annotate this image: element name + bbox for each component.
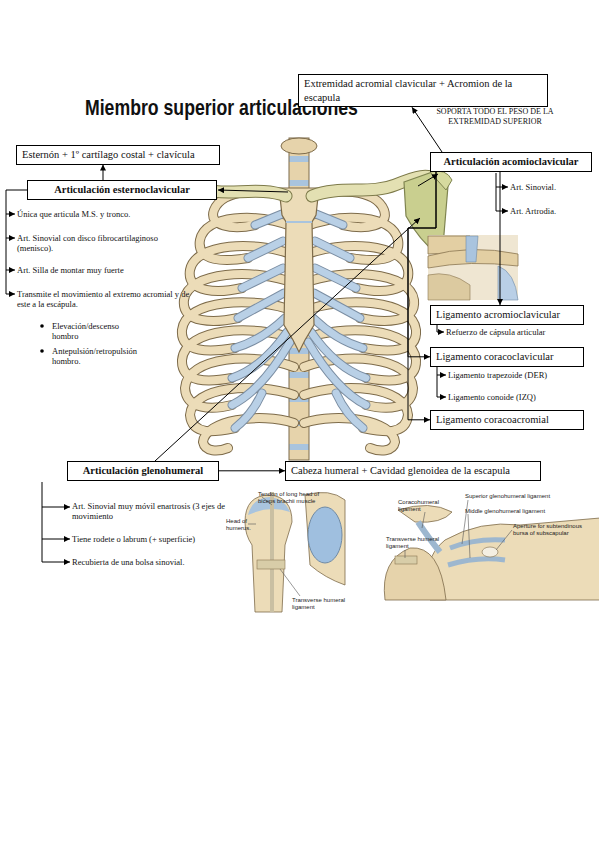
info-box: Ligamento acromioclavicular xyxy=(430,305,584,325)
note-text: Art. Silla de montar muy fuerte xyxy=(17,265,189,275)
transverse-ligament xyxy=(257,560,285,569)
note-text: Transmite el movimiento al extremo acrom… xyxy=(17,289,195,309)
ligament-inset xyxy=(498,266,518,300)
note-text: Antepulsión/retropulsión hombro. xyxy=(52,346,152,366)
sternum xyxy=(279,188,319,352)
box-text: Ligamento acromioclavicular xyxy=(436,308,578,322)
leader-line xyxy=(422,512,425,528)
scapula-lateral xyxy=(305,492,345,585)
bullet-dot xyxy=(40,349,44,353)
box-text: Articulación esternoclavicular xyxy=(33,183,211,197)
list-arrow xyxy=(6,294,15,295)
acromion xyxy=(430,171,452,190)
humeral-head xyxy=(384,548,446,600)
scapula-anterior xyxy=(427,518,599,600)
list-arrow xyxy=(42,507,70,508)
sternal-angle xyxy=(286,221,312,223)
ribs-left xyxy=(182,191,294,450)
list-arrow xyxy=(437,397,446,398)
note-text: Art. Sinovial muy móvil enartrosis (3 ej… xyxy=(72,501,240,521)
anatomy-label: Tendon of long head of biceps brachii mu… xyxy=(258,491,333,505)
anatomy-label: Transverse humeral ligament xyxy=(292,597,347,611)
humerus xyxy=(245,495,292,612)
list-arrow xyxy=(42,562,70,563)
note-text: Ligamento conoide (IZQ) xyxy=(448,392,593,402)
note-text: Art. Sinovial. xyxy=(510,182,590,192)
connector-arrow xyxy=(408,172,436,357)
anatomy-label: Superior glenohumeral ligament xyxy=(465,493,590,500)
note-text: Art. Artrodia. xyxy=(510,206,590,216)
bullet-dot xyxy=(40,324,44,328)
note-text: Refuerzo de cápsula articular xyxy=(446,327,596,337)
connector-arrow xyxy=(103,165,104,180)
box-text: Articulación glenohumeral xyxy=(73,464,213,478)
joint-heading-box: Articulación glenohumeral xyxy=(67,461,219,481)
anatomy-label: Transverse humeral ligament xyxy=(386,536,441,550)
box-text: Cabeza humeral + Cavidad glenoidea de la… xyxy=(291,464,535,478)
glenohumeral-ligament xyxy=(450,540,505,548)
joint-pointer xyxy=(418,174,438,186)
note-text: Art. Sinovial con disco fibrocartilagino… xyxy=(17,233,167,253)
note-text: Tiene rodete o labrum (+ superficie) xyxy=(72,534,247,544)
connector-arrow xyxy=(408,172,436,420)
anatomy-label: Coracohumeral ligament xyxy=(398,499,456,513)
note-text: Única que articula M.S. y tronco. xyxy=(17,209,189,219)
leader-line xyxy=(496,530,512,550)
note-text: SOPORTA TODO EL PESO DE LA EXTREMIDAD SU… xyxy=(420,107,570,126)
leader-line xyxy=(462,500,468,544)
list-arrow xyxy=(496,211,508,212)
joint-capsule xyxy=(466,236,478,262)
leader-line xyxy=(280,569,300,596)
joint-pointer xyxy=(155,218,420,461)
connector-arrow xyxy=(500,172,501,305)
bursa-aperture xyxy=(482,547,498,557)
anatomy-label: Head of humerus. xyxy=(226,518,268,532)
box-text: Ligamento coracoacromial xyxy=(436,413,578,427)
list-bracket xyxy=(42,482,43,562)
box-text: Esternón + 1º cartílago costal + clavícu… xyxy=(22,148,214,162)
info-box: Ligamento coracoacromial xyxy=(430,410,584,430)
note-text: Elevación/descenso hombro xyxy=(52,321,147,341)
list-arrow xyxy=(42,539,70,540)
info-box: Ligamento coracoclavicular xyxy=(430,347,584,367)
ribs-right xyxy=(304,191,416,450)
anatomy-label: Middle glenohumeral ligament xyxy=(465,508,590,515)
list-arrow xyxy=(6,270,15,271)
glenohumeral-ligament xyxy=(448,559,505,565)
coracoid-inset xyxy=(428,274,470,300)
vertebra-c7 xyxy=(281,138,317,154)
inset-background xyxy=(428,235,518,300)
note-text: Ligamento trapezoide (DER) xyxy=(448,370,593,380)
leader-line xyxy=(248,524,256,525)
list-arrow xyxy=(6,238,15,239)
list-arrow xyxy=(496,187,508,188)
info-box: Cabeza humeral + Cavidad glenoidea de la… xyxy=(285,461,541,481)
biceps-tendon xyxy=(270,492,274,612)
glenoid-cavity xyxy=(308,507,342,563)
transverse-ligament xyxy=(395,556,417,564)
leader-line xyxy=(468,514,470,558)
box-text: Articulación acomioclavicular xyxy=(436,155,586,169)
joint-heading-box: Articulación acomioclavicular xyxy=(430,152,592,172)
connector-arrow xyxy=(219,470,285,471)
list-arrow xyxy=(437,375,446,376)
list-arrow xyxy=(437,325,444,332)
anatomy-label: Aperture for subtendinous bursa of subsc… xyxy=(513,523,598,537)
box-text: Ligamento coracoclavicular xyxy=(436,350,578,364)
note-text: Recubierta de una bolsa sinovial. xyxy=(72,557,247,567)
list-bracket xyxy=(496,173,497,211)
box-text: Extremidad acromial clavicular + Acromio… xyxy=(304,77,542,104)
joint-heading-box: Articulación esternoclavicular xyxy=(27,180,217,200)
info-box: Esternón + 1º cartílago costal + clavícu… xyxy=(16,145,220,165)
joint-pointer xyxy=(218,190,288,192)
list-bracket xyxy=(437,367,438,397)
info-box: Extremidad acromial clavicular + Acromio… xyxy=(298,74,548,107)
list-arrow xyxy=(6,214,15,215)
leader-line xyxy=(405,550,406,558)
